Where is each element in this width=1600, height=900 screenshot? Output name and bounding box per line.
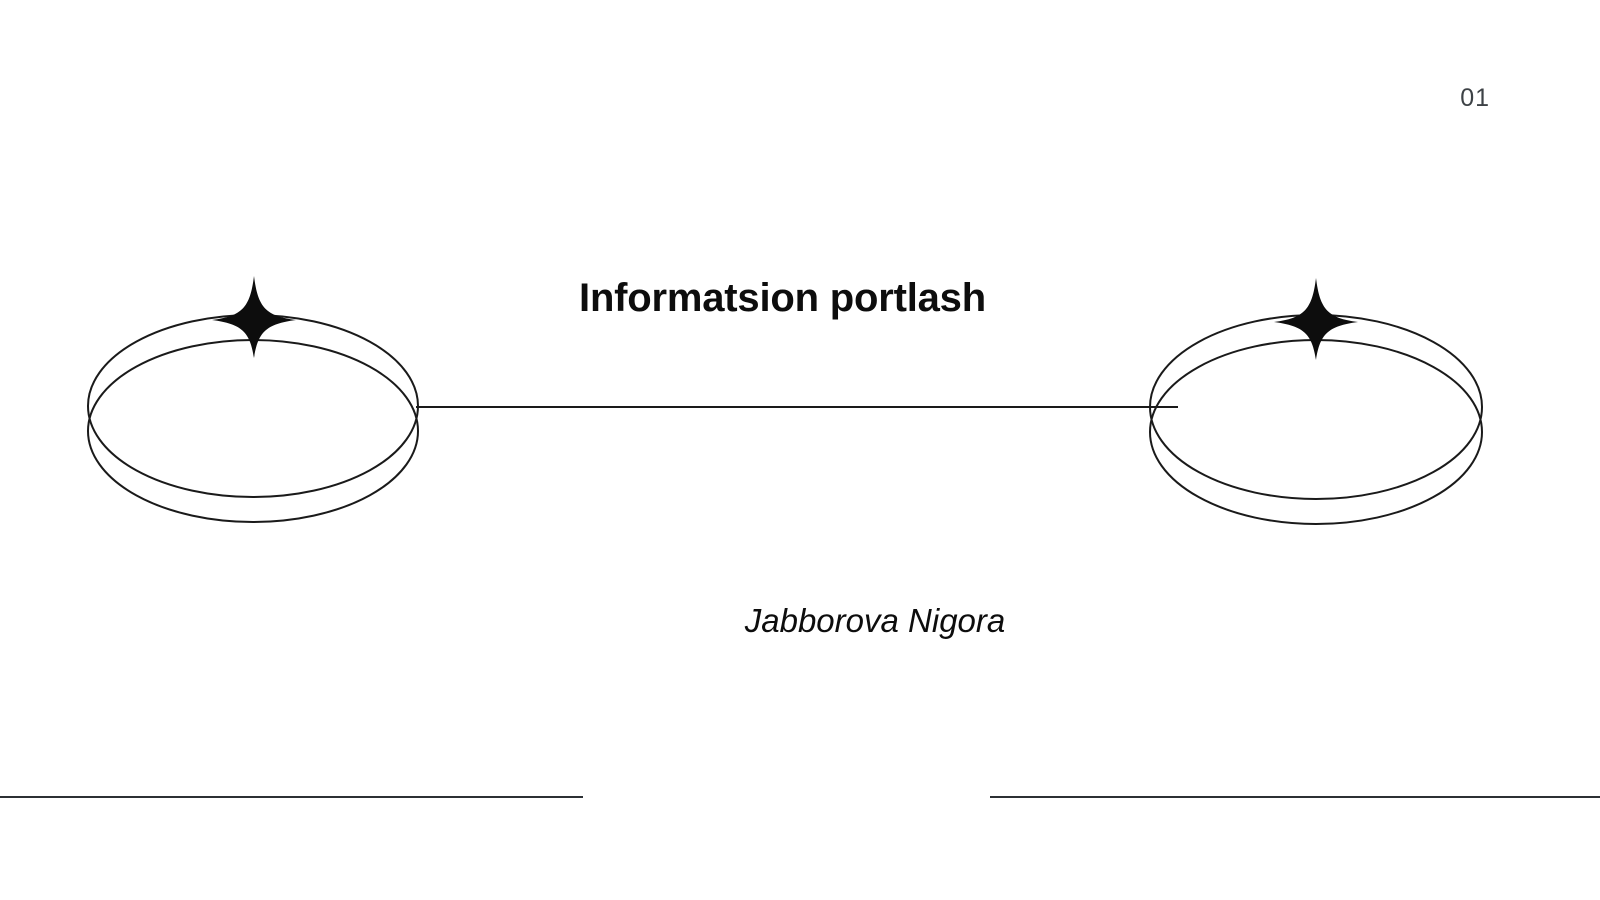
footer-divider-right	[990, 796, 1600, 798]
right-ring-lower-ellipse	[1149, 339, 1483, 525]
right-ellipse-ring	[1149, 314, 1483, 525]
left-ellipse-ring	[87, 314, 419, 523]
left-ring-lower-ellipse	[87, 339, 419, 523]
footer-divider-left	[0, 796, 583, 798]
left-ring-upper-ellipse	[87, 314, 419, 498]
author-name: Jabborova Nigora	[744, 602, 1006, 639]
right-ring-upper-ellipse	[1149, 314, 1483, 500]
slide-title: Informatsion portlash	[579, 276, 986, 320]
page-number: 01	[1460, 84, 1490, 112]
